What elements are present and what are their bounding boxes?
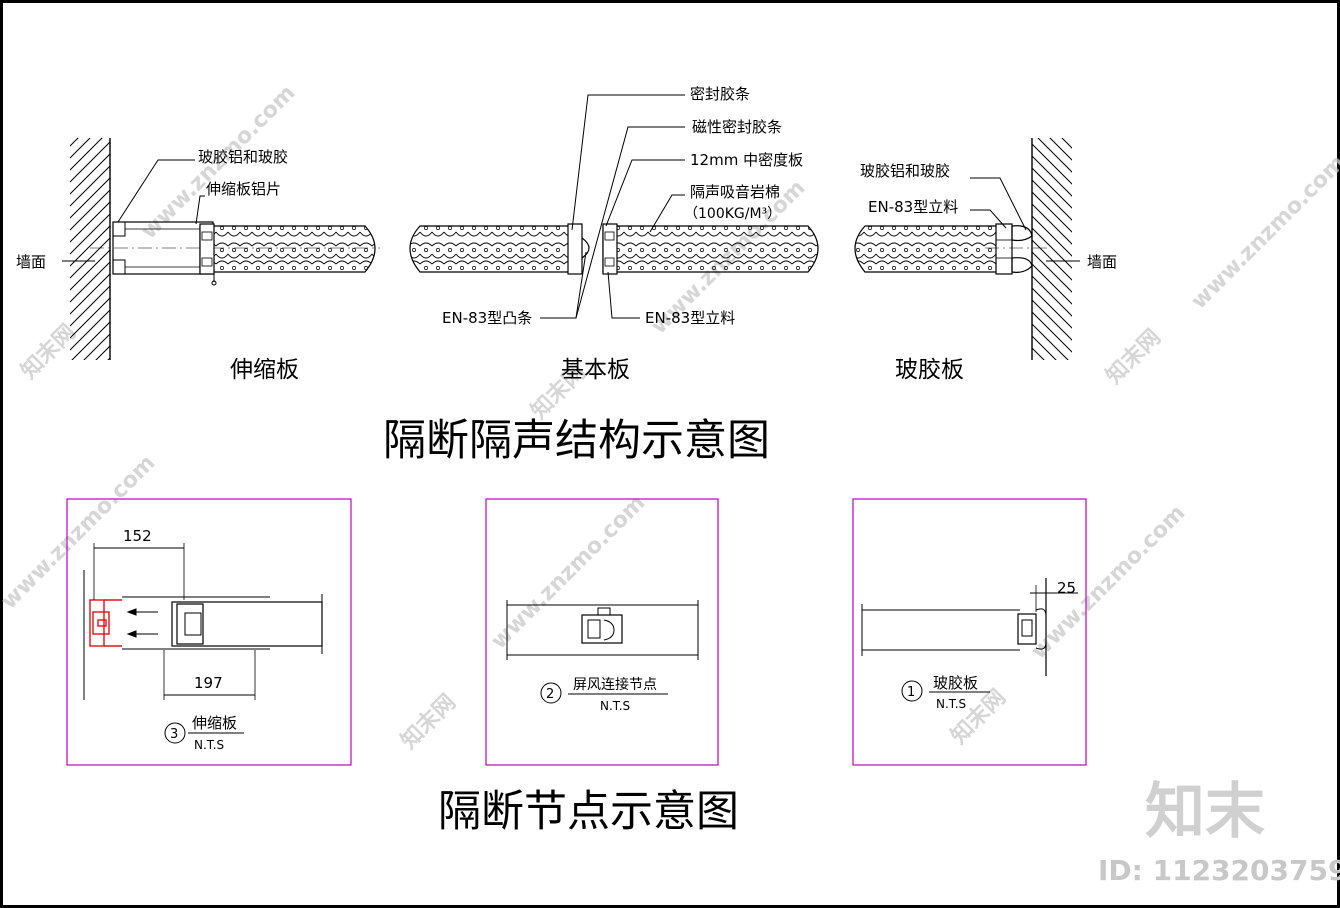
title-sound-insulation: 隔断隔声结构示意图 [383,416,770,466]
label-glass-glue-right: 玻胶铝和玻胶 [860,162,950,180]
label-glass-glue-left: 玻胶铝和玻胶 [198,148,288,166]
caption-basic-panel: 基本板 [561,357,630,383]
dim-25: 25 [1057,579,1076,597]
top-left-section: 墙面 玻胶铝和玻胶 伸缩板铝片 伸缩板 [16,138,380,383]
label-magnetic-strip: 磁性密封胶条 [692,118,782,136]
detail-1-number: 1 [907,685,915,700]
label-seal-strip: 密封胶条 [690,85,750,103]
detail-3-name: 伸缩板 [192,714,237,732]
watermark-brand-4: 知末网 [396,689,461,754]
dim-152: 152 [123,527,152,545]
detail-3-scale: N.T.S [194,738,224,752]
top-middle-section: 密封胶条 磁性密封胶条 12mm 中密度板 隔声吸音岩棉 （100KG/M³） … [409,85,819,383]
detail-1-name: 玻胶板 [933,674,978,692]
glass-panel [854,225,1011,273]
detail-2-number: 2 [546,687,554,702]
panel-left [199,225,376,273]
detail-3-number: 3 [170,727,178,742]
watermark-brand-5: 知末网 [946,684,1011,749]
caption-glass-panel: 玻胶板 [895,357,964,383]
detail-3-frame [66,498,352,766]
label-wall-right: 墙面 [1087,253,1117,271]
label-wool: 隔声吸音岩棉 [690,183,780,201]
id-label: ID: 1123203759 [1098,854,1340,887]
detail-2-scale: N.T.S [600,699,630,713]
label-wall-left: 墙面 [16,253,46,271]
label-expansion-aluminum: 伸缩板铝片 [206,180,281,198]
label-stud-right: EN-83型立料 [868,198,958,216]
basic-panel-left [409,225,581,273]
detail-1-frame [852,498,1087,766]
brand-logo: 知末 [1145,777,1265,847]
label-convex-strip: EN-83型凸条 [442,309,532,327]
detail-3-red-section [89,599,122,647]
top-right-section: 玻胶铝和玻胶 EN-83型立料 墙面 玻胶板 [854,138,1117,383]
detail-1-scale: N.T.S [936,697,966,711]
watermark-url-6: www.znzmo.com [1027,500,1191,664]
wall-hatch-right [1032,138,1072,360]
detail-2-screen-joint: 2 屏风连接节点 N.T.S [485,498,719,766]
basic-panel-right [602,225,819,273]
watermark-url-5: www.znzmo.com [487,490,651,654]
label-board: 12mm 中密度板 [690,151,803,169]
detail-3-expansion: 152 197 3 伸缩板 N.T.S [66,498,352,766]
title-partition-nodes: 隔断节点示意图 [438,787,739,837]
dim-197: 197 [194,674,223,692]
wall-hatch-left [70,138,110,360]
detail-2-name: 屏风连接节点 [573,676,657,693]
detail-2-frame [485,498,719,766]
caption-expansion-panel: 伸缩板 [230,357,299,383]
label-stud-middle: EN-83型立料 [645,309,735,327]
label-wool-density: （100KG/M³） [684,206,781,222]
detail-1-glass-panel: 25 1 玻胶板 N.T.S [852,498,1087,766]
watermark-url-3: www.znzmo.com [1187,150,1340,314]
watermark-brand-3: 知末网 [1101,324,1166,389]
